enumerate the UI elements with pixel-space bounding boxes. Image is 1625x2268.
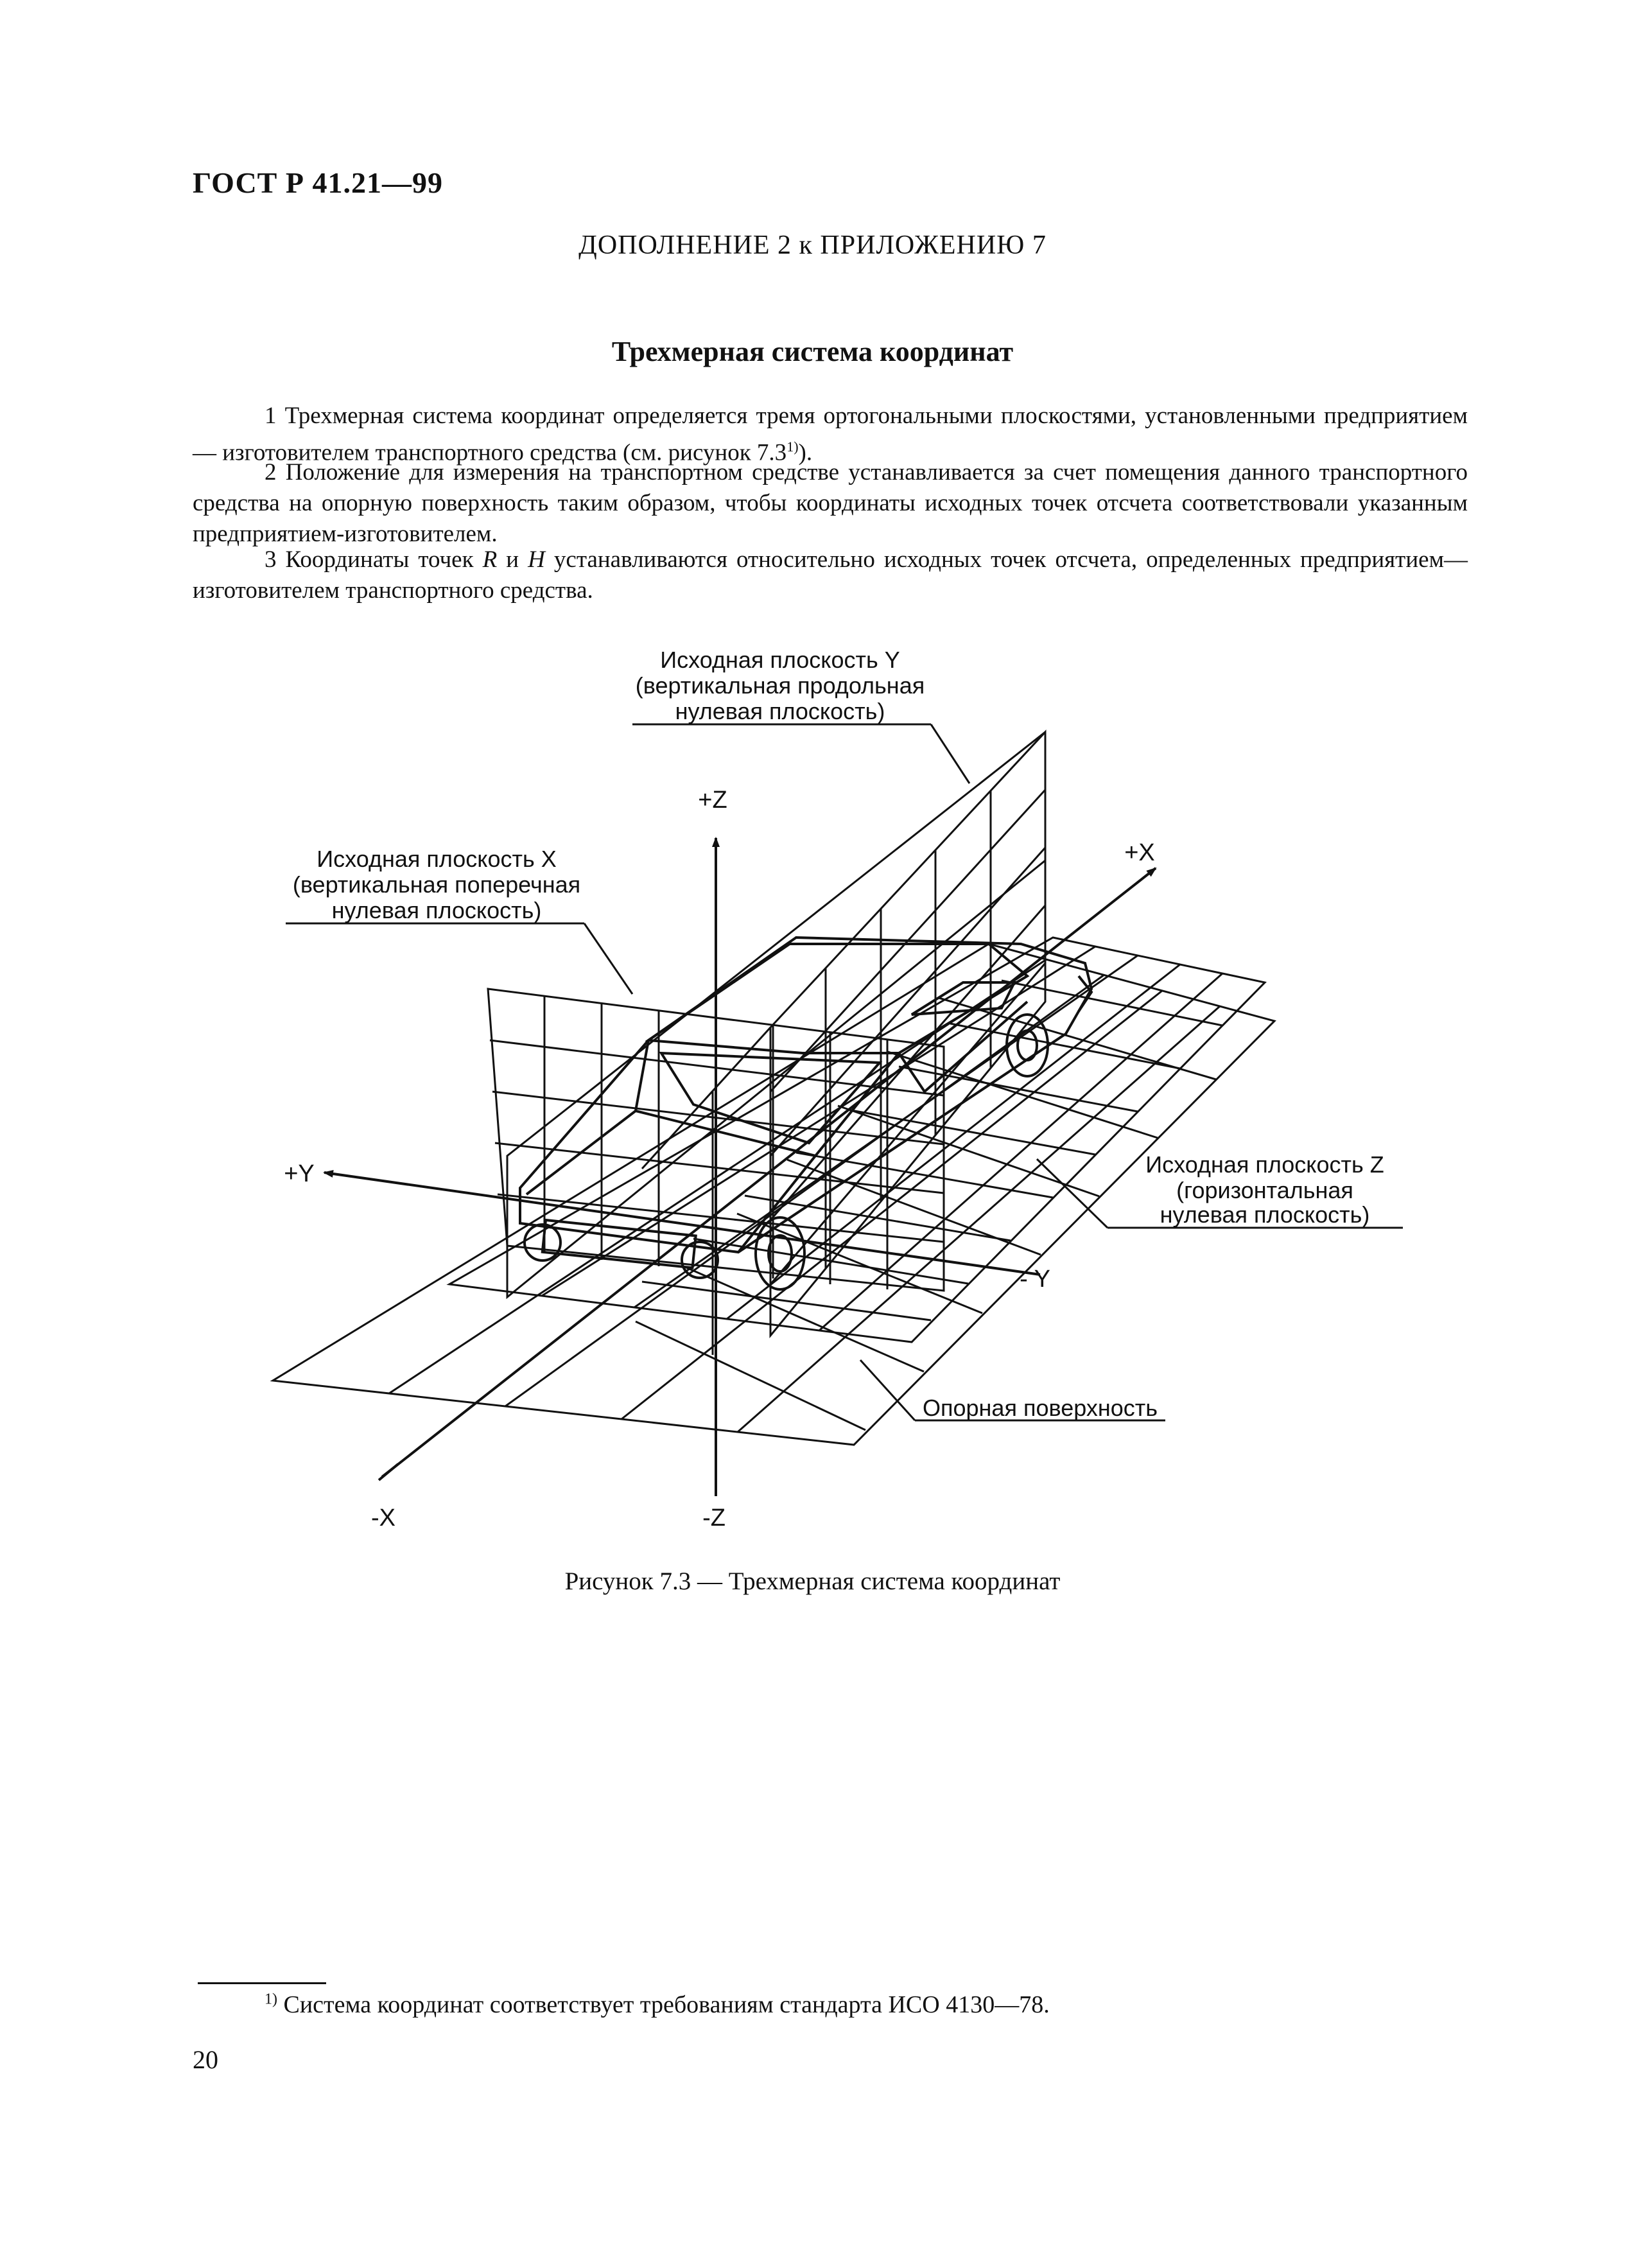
paragraph-3-and: и bbox=[497, 546, 528, 573]
paragraph-2-text: 2 Положение для измерения на транспортно… bbox=[193, 459, 1468, 547]
footnote-text: Система координат соответствует требован… bbox=[277, 1991, 1050, 2018]
footnote-marker: 1) bbox=[265, 1991, 277, 2008]
paragraph-2: 2 Положение для измерения на транспортно… bbox=[193, 457, 1468, 550]
plane-z-label-line3: нулевая плоскость) bbox=[1160, 1201, 1370, 1228]
plane-x-callout: Исходная плоскость X (вертикальная попер… bbox=[293, 846, 580, 923]
page-number: 20 bbox=[193, 2045, 218, 2074]
section-title: Трехмерная система координат bbox=[611, 336, 1014, 367]
plane-y-label-line3: нулевая плоскость) bbox=[675, 698, 885, 724]
plane-z-label-line2: (горизонтальная bbox=[1176, 1177, 1353, 1203]
plane-z-callout: Исходная плоскость Z (горизонтальная нул… bbox=[1145, 1151, 1384, 1228]
plane-y-label-line2: (вертикальная продольная bbox=[636, 672, 925, 699]
document-code: ГОСТ Р 41.21—99 bbox=[193, 166, 443, 199]
plane-x-label-line2: (вертикальная поперечная bbox=[293, 871, 580, 898]
paragraph-1: 1 Трехмерная система координат определяе… bbox=[193, 401, 1468, 468]
support-surface-label: Опорная поверхность bbox=[923, 1395, 1158, 1421]
axis-plus-x-label: +X bbox=[1124, 839, 1155, 866]
plane-y-grid bbox=[506, 729, 1047, 1355]
paragraph-3: 3 Координаты точек R и H устанавливаются… bbox=[193, 545, 1468, 606]
car-illustration bbox=[519, 936, 1093, 1291]
footnote-ref: 1) bbox=[786, 439, 799, 455]
axis-lines bbox=[323, 837, 1157, 1496]
paragraph-3-b: устанавливаются относительно исходных то… bbox=[193, 546, 1468, 604]
paragraph-1-text: 1 Трехмерная система координат определяе… bbox=[193, 403, 1468, 466]
plane-x-label-line1: Исходная плоскость X bbox=[317, 846, 556, 872]
leader-lines bbox=[286, 723, 1403, 1422]
plane-y-callout: Исходная плоскость Y (вертикальная продо… bbox=[636, 647, 925, 724]
plane-z-label-line1: Исходная плоскость Z bbox=[1145, 1151, 1384, 1178]
support-surface-grid bbox=[270, 943, 1276, 1446]
axis-plus-z-label: +Z bbox=[698, 787, 727, 814]
paragraph-1-end: ). bbox=[798, 439, 813, 466]
plane-y-label-line1: Исходная плоскость Y bbox=[660, 647, 899, 673]
footnote-divider bbox=[198, 1982, 326, 1984]
plane-x-label-line3: нулевая плоскость) bbox=[332, 897, 542, 923]
footnote: 1) Система координат соответствует требо… bbox=[265, 1991, 1050, 2019]
axis-minus-z-label: -Z bbox=[702, 1505, 726, 1531]
axis-minus-x-label: -X bbox=[371, 1505, 395, 1531]
paragraph-3-a: 3 Координаты точек bbox=[265, 546, 483, 573]
supplement-heading: ДОПОЛНЕНИЕ 2 к ПРИЛОЖЕНИЮ 7 bbox=[578, 231, 1047, 260]
figure-caption: Рисунок 7.3 — Трехмерная система координ… bbox=[564, 1567, 1061, 1595]
axis-minus-y-label: - Y bbox=[1020, 1266, 1050, 1293]
axis-plus-y-label: +Y bbox=[284, 1160, 315, 1187]
point-r: R bbox=[482, 546, 498, 573]
point-h: H bbox=[528, 546, 545, 573]
